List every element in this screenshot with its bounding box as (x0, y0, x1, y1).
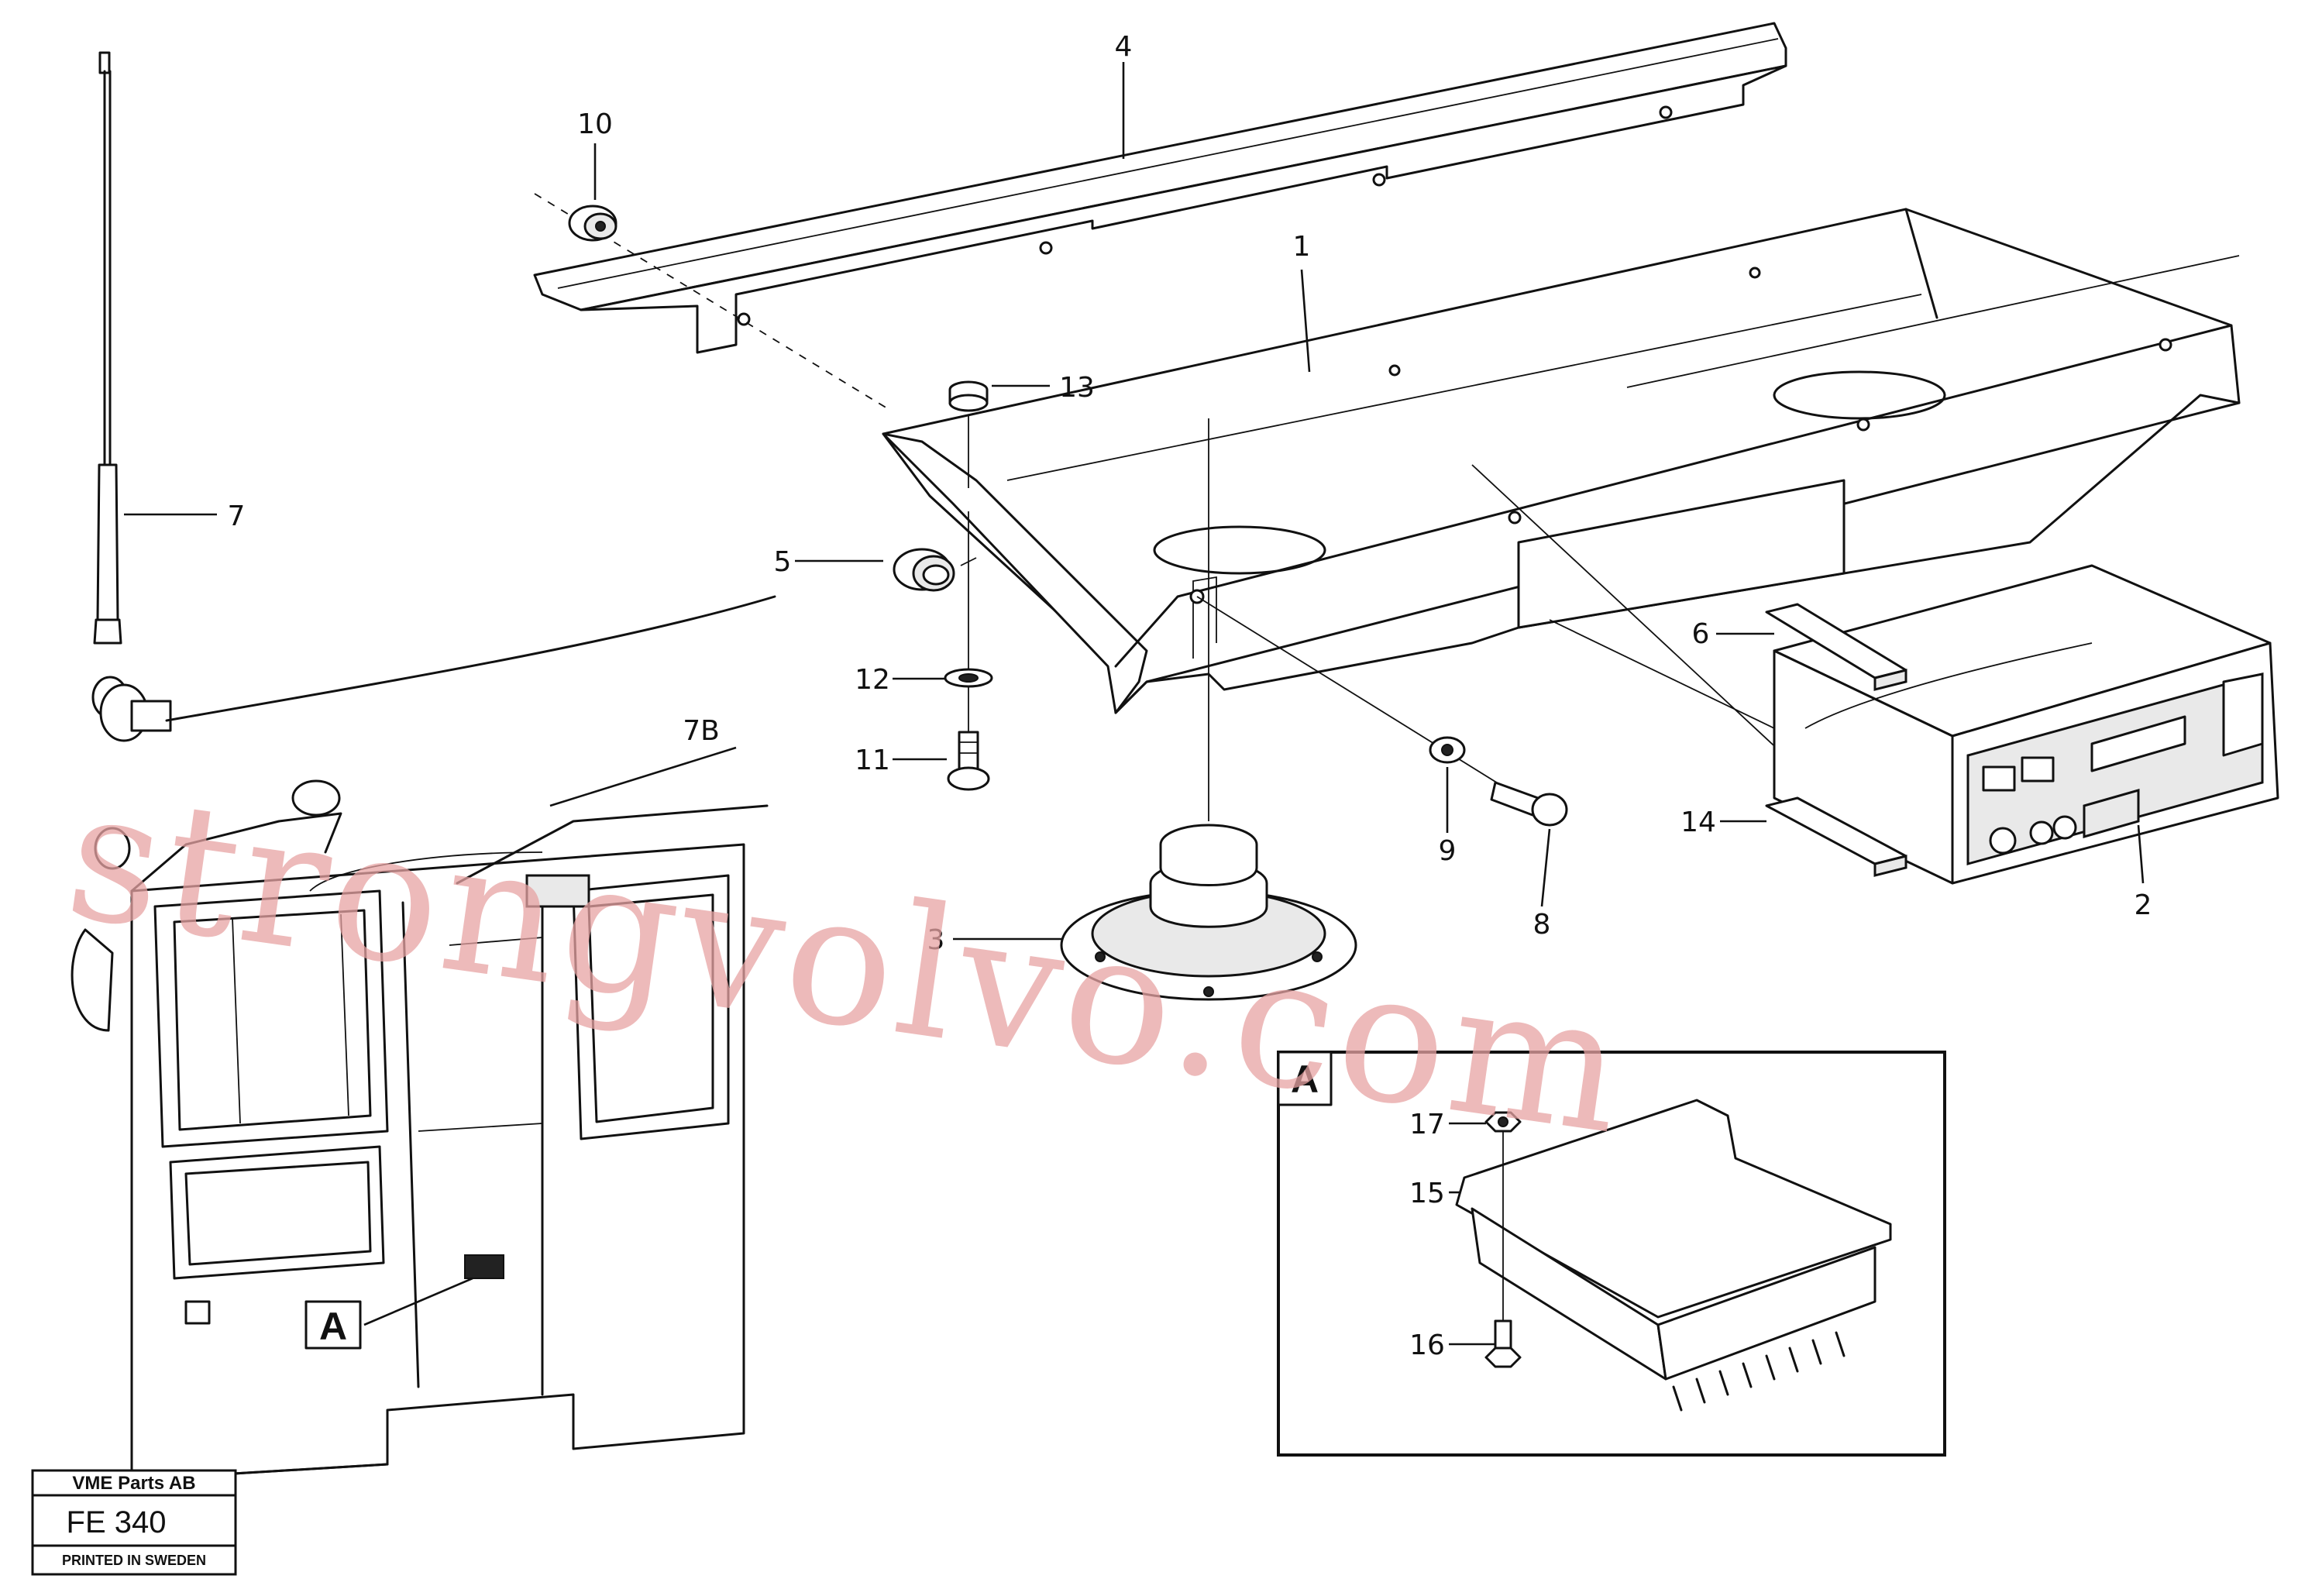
title-block: VME Parts AB FE 340 PRINTED IN SWEDEN (31, 1469, 237, 1576)
nut-17 (1484, 1111, 1522, 1133)
figure-code: FE 340 (67, 1505, 167, 1539)
callout-2: 2 (2135, 889, 2152, 921)
callout-7b: 7B (683, 715, 720, 747)
cab-detail-label: A (319, 1305, 347, 1348)
callout-12: 12 (855, 664, 890, 696)
screw-16 (1484, 1319, 1522, 1368)
amplifier-15 (1455, 1099, 1892, 1412)
callout-9: 9 (1439, 835, 1457, 867)
dash-panel (882, 208, 2241, 714)
callout-14: 14 (1680, 807, 1716, 838)
cab-detail-marker: A (304, 1300, 362, 1350)
strip-14 (1765, 796, 1907, 877)
grommet-5 (893, 548, 977, 592)
callout-4: 4 (1115, 31, 1133, 63)
heat-sink-fins (1672, 1331, 1846, 1412)
antenna (91, 51, 776, 742)
nut-10 (534, 193, 892, 411)
screw-11 (947, 731, 990, 791)
callout-16: 16 (1409, 1329, 1445, 1361)
callout-13: 13 (1059, 372, 1095, 404)
leader-lines (124, 62, 2145, 1346)
callout-5: 5 (774, 546, 792, 578)
callout-8: 8 (1533, 909, 1551, 941)
top-trim-bar (533, 22, 1787, 354)
detail-a-box: A (1277, 1051, 1946, 1457)
callout-7: 7 (228, 500, 246, 532)
callout-10: 10 (577, 108, 613, 140)
cab (71, 779, 769, 1481)
nut-13 (948, 380, 989, 488)
speaker-3 (1060, 418, 1357, 1001)
callout-11: 11 (855, 745, 890, 776)
strip-6 (1765, 603, 1907, 691)
callout-15: 15 (1409, 1178, 1445, 1209)
screw-8 (1490, 781, 1568, 827)
washer-12 (944, 511, 993, 775)
washer-9 (1196, 596, 1535, 807)
company-name: VME Parts AB (72, 1473, 195, 1494)
callout-3: 3 (927, 924, 945, 956)
callout-17: 17 (1409, 1109, 1445, 1140)
radio-2 (1471, 464, 2279, 885)
printed-note: PRINTED IN SWEDEN (62, 1553, 206, 1568)
detail-a-label: A (1291, 1058, 1319, 1101)
callout-1: 1 (1293, 231, 1311, 263)
callout-6: 6 (1692, 618, 1710, 650)
